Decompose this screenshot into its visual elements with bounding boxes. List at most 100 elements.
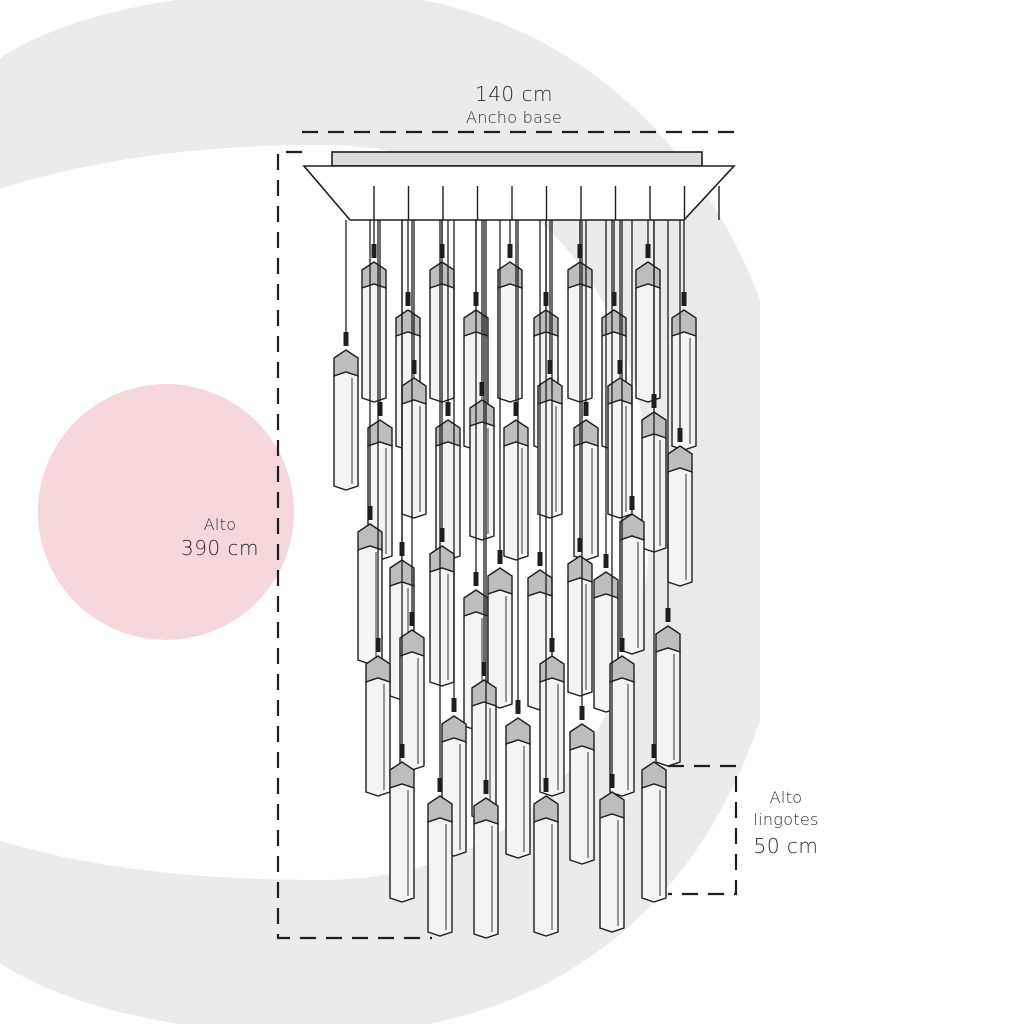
ingot-connector xyxy=(405,292,411,306)
ingot-body xyxy=(667,467,693,587)
ingot-body xyxy=(505,739,531,859)
ingot-connector xyxy=(451,698,457,712)
ingot-height-label-line1: Alto xyxy=(769,788,803,807)
ingot-body xyxy=(537,399,563,519)
ingot-connector xyxy=(583,402,589,416)
ingot-height-value: 50 cm xyxy=(753,834,819,858)
ingot xyxy=(505,220,531,859)
ingot-connector xyxy=(377,402,383,416)
ingot-body xyxy=(641,783,667,903)
ingot-connector xyxy=(367,506,373,520)
ingot-connector xyxy=(507,244,513,258)
ingot-body xyxy=(567,577,593,697)
ingot xyxy=(599,220,625,933)
ingot-connector xyxy=(577,538,583,552)
ingot-connector xyxy=(579,706,585,720)
ingot-connector xyxy=(445,402,451,416)
ingot-connector xyxy=(437,778,443,792)
ingot-connector xyxy=(645,244,651,258)
ingot-body xyxy=(671,331,697,451)
ingot-connector xyxy=(481,662,487,676)
ingot-connector xyxy=(473,572,479,586)
ingot-connector xyxy=(619,638,625,652)
ingot-connector xyxy=(537,552,543,566)
ingot-connector xyxy=(629,496,635,510)
ingot-connector xyxy=(543,778,549,792)
height-dimension-bracket xyxy=(276,150,432,940)
ingot-connector xyxy=(549,638,555,652)
ingot xyxy=(333,220,359,491)
width-label: Ancho base xyxy=(465,108,563,127)
ingot-connector xyxy=(603,554,609,568)
canopy-plate xyxy=(331,151,703,167)
ingot-connector xyxy=(439,528,445,542)
ingot xyxy=(503,220,529,561)
ingot-body xyxy=(427,817,453,937)
ingot-connector xyxy=(375,638,381,652)
ingot-connector xyxy=(665,608,671,622)
ingot xyxy=(389,220,415,903)
ingot-body xyxy=(635,283,661,403)
ingot-height-label-line2: lingotes xyxy=(753,810,819,829)
ingot-body xyxy=(333,371,359,491)
ingot-body xyxy=(429,567,455,687)
ingot-connector xyxy=(515,700,521,714)
ingot-connector xyxy=(479,382,485,396)
ingot xyxy=(619,220,645,655)
ingot xyxy=(569,220,595,865)
suspension-wires xyxy=(373,186,720,220)
ingot xyxy=(567,220,593,697)
ingot-height-bracket xyxy=(668,764,738,896)
ingot-connector xyxy=(681,292,687,306)
ingot-connector xyxy=(343,332,349,346)
width-value: 140 cm xyxy=(474,82,553,106)
ingot xyxy=(607,220,633,519)
canopy-trapezoid xyxy=(302,165,736,221)
height-value: 390 cm xyxy=(180,536,259,560)
ingot xyxy=(671,220,697,451)
ingot-connector xyxy=(409,612,415,626)
ingot-body xyxy=(401,399,427,519)
ingot xyxy=(609,220,635,797)
ingot-body xyxy=(365,677,391,797)
ingot-connector xyxy=(677,428,683,442)
ingot-connector xyxy=(651,744,657,758)
ingot-body xyxy=(533,817,559,937)
ingot-connector xyxy=(617,360,623,374)
ingot-pendants xyxy=(333,220,697,939)
ingot-body xyxy=(503,441,529,561)
ingot-connector xyxy=(399,744,405,758)
ingot xyxy=(655,220,681,767)
canopy xyxy=(302,151,736,221)
ingot xyxy=(471,220,497,821)
ingot-body xyxy=(469,421,495,541)
ingot-connector xyxy=(609,774,615,788)
ingot-body xyxy=(655,647,681,767)
ingot-connector xyxy=(547,360,553,374)
ingot xyxy=(533,220,559,937)
ingot-connector xyxy=(497,550,503,564)
ingot-connector xyxy=(483,780,489,794)
height-label: Alto xyxy=(203,515,237,534)
ingot xyxy=(667,220,693,587)
ingot-body xyxy=(389,783,415,903)
ingot-body xyxy=(361,283,387,403)
ingot xyxy=(399,220,425,771)
ingot-body xyxy=(619,535,645,655)
ingot-body xyxy=(569,745,595,865)
ingot-connector xyxy=(411,360,417,374)
ingot xyxy=(473,220,499,939)
ingot xyxy=(537,220,563,519)
ingot xyxy=(427,220,453,937)
ingot-body xyxy=(599,813,625,933)
ingot-connector xyxy=(371,244,377,258)
ingot xyxy=(361,220,387,403)
ingot-body xyxy=(473,819,499,939)
ingot-connector xyxy=(611,292,617,306)
accent-circle xyxy=(38,384,294,640)
ingot-connector xyxy=(513,402,519,416)
ingot xyxy=(357,220,383,665)
dimension-lines xyxy=(276,130,738,940)
